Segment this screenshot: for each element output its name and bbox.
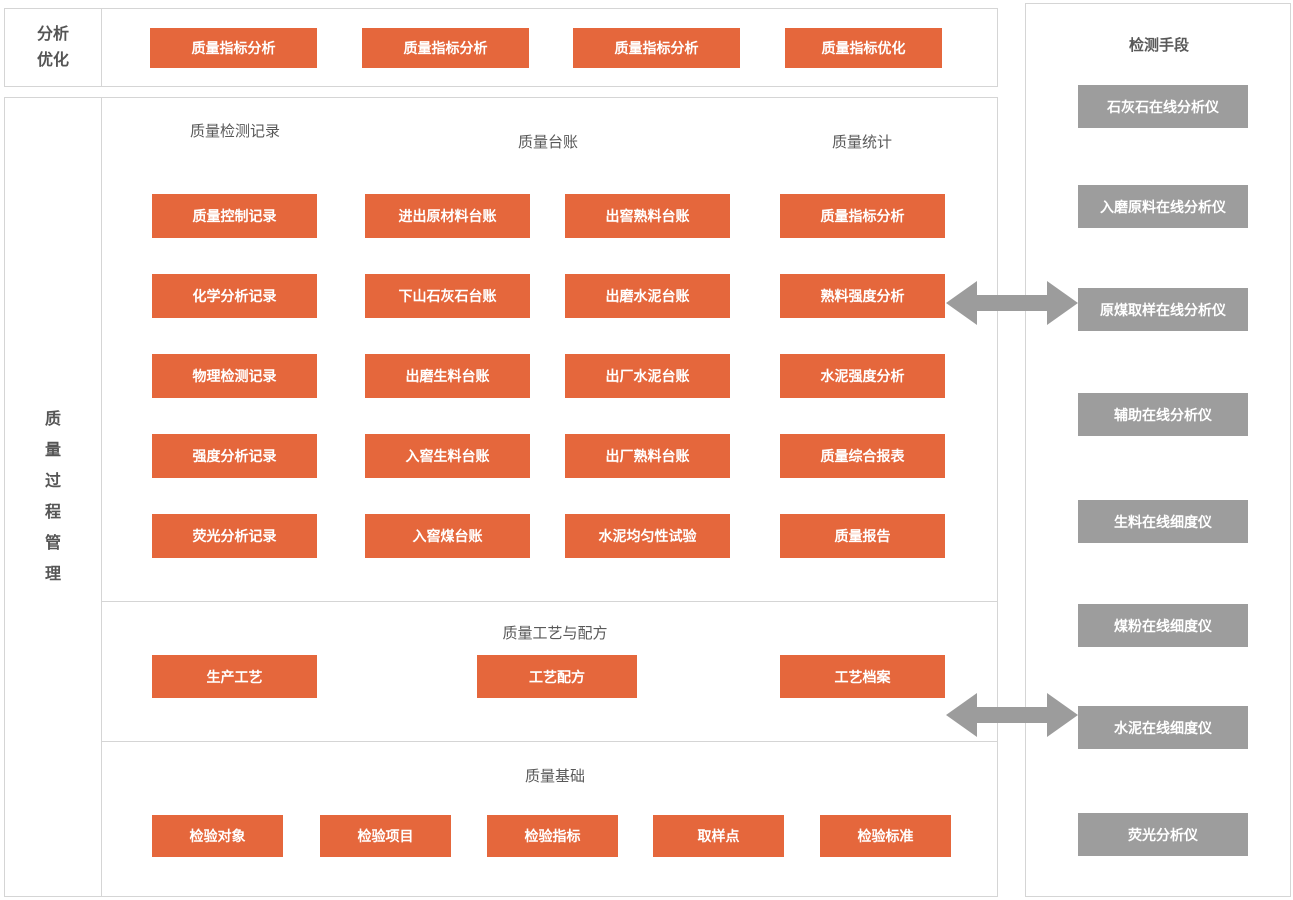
clinker-strength-analysis-button[interactable]: 熟料强度分析 (780, 274, 945, 318)
cement-uniformity-test-button[interactable]: 水泥均匀性试验 (565, 514, 730, 558)
strength-analysis-record-button[interactable]: 强度分析记录 (152, 434, 317, 478)
clinker-shipped-ledger-button[interactable]: 出厂熟料台账 (565, 434, 730, 478)
inspection-indicator-button[interactable]: 检验指标 (487, 815, 618, 857)
physical-test-record-button[interactable]: 物理检测记录 (152, 354, 317, 398)
chemical-analysis-record-button[interactable]: 化学分析记录 (152, 274, 317, 318)
clinker-outkiln-ledger-button[interactable]: 出窖熟料台账 (565, 194, 730, 238)
inspection-standard-button[interactable]: 检验标准 (820, 815, 951, 857)
quality-summary-report-button[interactable]: 质量综合报表 (780, 434, 945, 478)
mill-feed-online-analyzer-button[interactable]: 入磨原料在线分析仪 (1078, 185, 1248, 228)
analysis-optimization-label: 分析优化 (36, 25, 69, 69)
detection-means-panel: 检测手段 石灰石在线分析仪 入磨原料在线分析仪 原煤取样在线分析仪 辅助在线分析… (1025, 3, 1291, 897)
fluorescence-analyzer-button[interactable]: 荧光分析仪 (1078, 813, 1248, 856)
fluorescence-record-button[interactable]: 荧光分析记录 (152, 514, 317, 558)
raw-coal-sampling-analyzer-button[interactable]: 原煤取样在线分析仪 (1078, 288, 1248, 331)
sampling-point-button[interactable]: 取样点 (653, 815, 784, 857)
quality-indicator-optimization-button[interactable]: 质量指标优化 (785, 28, 942, 68)
raw-meal-inkiln-ledger-button[interactable]: 入窖生料台账 (365, 434, 530, 478)
quality-report-button[interactable]: 质量报告 (780, 514, 945, 558)
quality-process-label-zone: 质量过程管理 (5, 98, 102, 896)
section-divider-2 (102, 741, 997, 742)
auxiliary-online-analyzer-button[interactable]: 辅助在线分析仪 (1078, 393, 1248, 436)
raw-meal-outmill-ledger-button[interactable]: 出磨生料台账 (365, 354, 530, 398)
quality-control-record-button[interactable]: 质量控制记录 (152, 194, 317, 238)
process-recipe-button[interactable]: 工艺配方 (477, 655, 637, 698)
inspection-object-button[interactable]: 检验对象 (152, 815, 283, 857)
double-arrow-icon-clinker-link (946, 281, 1078, 325)
coal-powder-fineness-meter-button[interactable]: 煤粉在线细度仪 (1078, 604, 1248, 647)
quality-process-management-label: 质量过程管理 (44, 411, 61, 583)
coal-inkiln-ledger-button[interactable]: 入窖煤台账 (365, 514, 530, 558)
inspection-item-button[interactable]: 检验项目 (320, 815, 451, 857)
process-archive-button[interactable]: 工艺档案 (780, 655, 945, 698)
stats-section-header: 质量统计 (831, 134, 893, 151)
process-recipe-section-header: 质量工艺与配方 (502, 625, 608, 642)
section-divider-1 (102, 601, 997, 602)
analysis-optimization-panel: 分析优化 质量指标分析 质量指标分析 质量指标分析 质量指标优化 (4, 8, 998, 87)
cement-outmill-ledger-button[interactable]: 出磨水泥台账 (565, 274, 730, 318)
quality-indicator-analysis-button-3[interactable]: 质量指标分析 (573, 28, 740, 68)
production-process-button[interactable]: 生产工艺 (152, 655, 317, 698)
limestone-downhill-ledger-button[interactable]: 下山石灰石台账 (365, 274, 530, 318)
cement-fineness-meter-button[interactable]: 水泥在线细度仪 (1078, 706, 1248, 749)
quality-indicator-analysis-stat-button[interactable]: 质量指标分析 (780, 194, 945, 238)
quality-basics-section-header: 质量基础 (524, 768, 586, 785)
records-section-header: 质量检测记录 (189, 123, 281, 140)
cement-shipped-ledger-button[interactable]: 出厂水泥台账 (565, 354, 730, 398)
raw-material-inout-ledger-button[interactable]: 进出原材料台账 (365, 194, 530, 238)
limestone-online-analyzer-button[interactable]: 石灰石在线分析仪 (1078, 85, 1248, 128)
quality-process-management-panel: 质量过程管理 质量检测记录 质量台账 质量统计 质量控制记录 化学分析记录 物理… (4, 97, 998, 897)
cement-strength-analysis-button[interactable]: 水泥强度分析 (780, 354, 945, 398)
double-arrow-icon-cement-link (946, 693, 1078, 737)
analysis-optimization-label-zone: 分析优化 (5, 9, 102, 86)
raw-meal-fineness-meter-button[interactable]: 生料在线细度仪 (1078, 500, 1248, 543)
quality-indicator-analysis-button-2[interactable]: 质量指标分析 (362, 28, 529, 68)
ledger-section-header: 质量台账 (517, 134, 579, 151)
quality-indicator-analysis-button-1[interactable]: 质量指标分析 (150, 28, 317, 68)
detection-means-header: 检测手段 (1128, 37, 1190, 54)
